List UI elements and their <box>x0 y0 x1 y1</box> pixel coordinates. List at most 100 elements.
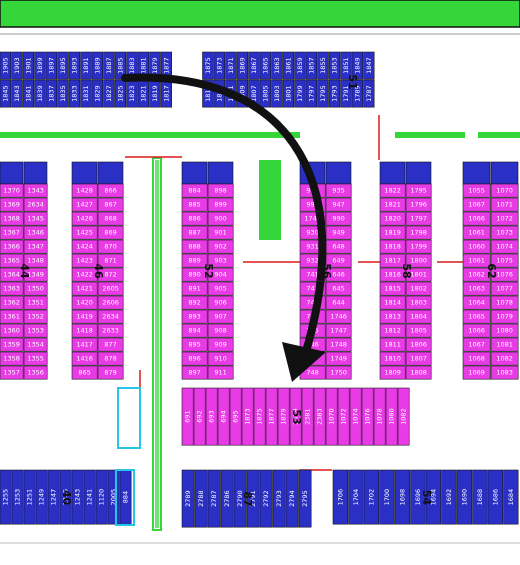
stall-cell[interactable] <box>0 337 24 352</box>
stall-cell[interactable] <box>379 183 406 198</box>
stall-cell[interactable] <box>490 295 519 310</box>
stall-cell[interactable] <box>379 309 406 324</box>
stall-cell[interactable] <box>23 309 48 324</box>
stall-cell[interactable] <box>462 211 491 226</box>
stall-cell[interactable] <box>114 79 126 108</box>
stall-cell[interactable] <box>348 469 364 525</box>
stall-cell[interactable] <box>373 387 386 446</box>
stall-cell[interactable] <box>325 267 352 282</box>
stall-cell[interactable] <box>462 281 491 296</box>
stall-cell[interactable] <box>490 197 519 212</box>
stall-cell[interactable] <box>0 309 24 324</box>
stall-cell[interactable] <box>325 211 352 226</box>
stall-cell[interactable] <box>23 337 48 352</box>
stall-cell[interactable] <box>301 387 314 446</box>
stall-cell[interactable] <box>490 239 519 254</box>
stall-cell[interactable] <box>23 253 48 268</box>
stall-cell[interactable] <box>80 51 92 80</box>
stall-cell[interactable] <box>462 267 491 282</box>
stall-cell[interactable] <box>181 309 208 324</box>
stall-cell[interactable] <box>202 51 214 80</box>
stall-cell[interactable] <box>325 309 352 324</box>
stall-cell[interactable] <box>405 309 432 324</box>
stall-cell[interactable] <box>202 79 214 108</box>
stall-cell[interactable] <box>114 51 126 80</box>
stall-cell[interactable] <box>207 337 234 352</box>
stall-cell[interactable] <box>325 225 352 240</box>
stall-cell[interactable] <box>305 79 317 108</box>
stall-cell[interactable] <box>83 469 96 525</box>
stall-cell[interactable] <box>490 267 519 282</box>
stall-cell[interactable] <box>97 225 124 240</box>
stall-cell[interactable] <box>181 295 208 310</box>
stall-cell[interactable] <box>71 365 98 380</box>
stall-cell[interactable] <box>35 469 48 525</box>
stall-cell[interactable] <box>271 51 283 80</box>
stall-cell[interactable] <box>181 351 208 366</box>
stall-cell[interactable] <box>317 79 329 108</box>
stall-cell[interactable] <box>462 309 491 324</box>
stall-cell[interactable] <box>97 211 124 226</box>
stall-cell[interactable] <box>97 295 124 310</box>
stall-cell[interactable] <box>271 79 283 108</box>
stall-cell[interactable] <box>71 281 98 296</box>
stall-cell[interactable] <box>23 211 48 226</box>
stall-cell[interactable] <box>71 309 98 324</box>
stall-cell[interactable] <box>328 79 340 108</box>
stall-cell[interactable] <box>23 323 48 338</box>
stall-cell[interactable] <box>294 51 306 80</box>
stall-cell[interactable] <box>207 365 234 380</box>
stall-cell[interactable] <box>490 253 519 268</box>
stall-cell[interactable] <box>289 387 302 446</box>
stall-cell[interactable] <box>405 365 432 380</box>
stall-cell[interactable] <box>462 197 491 212</box>
stall-cell[interactable] <box>487 469 503 525</box>
stall-cell[interactable] <box>47 469 60 525</box>
stall-cell[interactable] <box>23 225 48 240</box>
stall-cell[interactable] <box>405 211 432 226</box>
stall-cell[interactable] <box>181 365 208 380</box>
stall-cell[interactable] <box>23 239 48 254</box>
stall-cell[interactable] <box>34 79 46 108</box>
stall-cell[interactable] <box>0 211 24 226</box>
stall-cell[interactable] <box>0 469 12 525</box>
stall-cell[interactable] <box>22 79 34 108</box>
stall-cell[interactable] <box>193 387 206 446</box>
stall-cell[interactable] <box>23 365 48 380</box>
stall-cell[interactable] <box>462 225 491 240</box>
stall-cell[interactable] <box>351 51 363 80</box>
stall-cell[interactable] <box>379 225 406 240</box>
stall-cell[interactable] <box>181 387 194 446</box>
stall-cell[interactable] <box>181 183 208 198</box>
stall-cell[interactable] <box>71 323 98 338</box>
stall-cell[interactable] <box>207 295 234 310</box>
stall-cell[interactable] <box>68 79 80 108</box>
stall-cell[interactable] <box>207 323 234 338</box>
stall-cell[interactable] <box>229 387 242 446</box>
stall-cell[interactable] <box>332 469 348 525</box>
stall-cell[interactable] <box>325 337 352 352</box>
stall-cell[interactable] <box>181 239 208 254</box>
stall-cell[interactable] <box>441 469 457 525</box>
stall-cell[interactable] <box>107 469 120 525</box>
stall-cell[interactable] <box>272 469 286 528</box>
stall-cell[interactable] <box>71 239 98 254</box>
stall-cell[interactable] <box>0 51 11 80</box>
stall-cell[interactable] <box>23 351 48 366</box>
stall-cell[interactable] <box>351 79 363 108</box>
stall-cell[interactable] <box>207 239 234 254</box>
stall-cell[interactable] <box>71 211 98 226</box>
stall-cell[interactable] <box>71 337 98 352</box>
stall-cell[interactable] <box>181 281 208 296</box>
stall-cell[interactable] <box>71 197 98 212</box>
stall-cell[interactable] <box>23 197 48 212</box>
stall-cell[interactable] <box>246 469 260 528</box>
stall-cell[interactable] <box>340 51 352 80</box>
stall-cell[interactable] <box>207 197 234 212</box>
stall-cell[interactable] <box>405 295 432 310</box>
stall-cell[interactable] <box>181 337 208 352</box>
stall-cell[interactable] <box>0 281 24 296</box>
stall-cell[interactable] <box>462 239 491 254</box>
stall-cell[interactable] <box>379 267 406 282</box>
stall-cell[interactable] <box>405 323 432 338</box>
